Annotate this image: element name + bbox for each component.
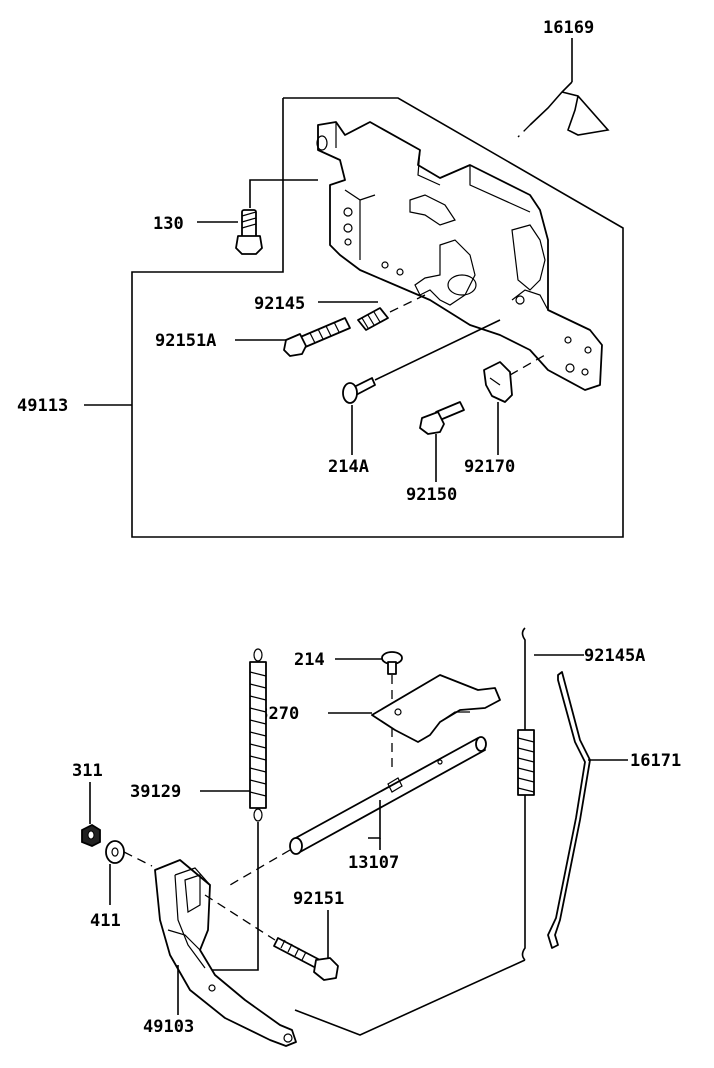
label-311: 311	[72, 761, 103, 781]
label-92151: 92151	[293, 889, 344, 909]
label-92150: 92150	[406, 485, 457, 505]
label-214: 214	[294, 650, 325, 670]
label-16169: 16169	[543, 18, 594, 38]
label-49103: 49103	[143, 1017, 194, 1037]
label-49113: 49113	[17, 396, 68, 416]
label-13107: 13107	[348, 853, 399, 873]
control-bracket	[316, 121, 603, 391]
rod-16171: 16171	[547, 671, 681, 949]
screw-214: 214	[294, 650, 403, 700]
spring-92145A: 92145A	[294, 627, 645, 1036]
bolt-92151: 92151	[273, 889, 344, 981]
nut-311: 311	[72, 761, 103, 847]
clamp-92170: 92170	[464, 354, 546, 477]
washer-411: 411	[90, 840, 153, 931]
label-92151A: 92151A	[155, 331, 216, 351]
bolt-130: 130	[153, 179, 318, 255]
clip-16169: 16169	[517, 18, 610, 138]
label-411: 411	[90, 911, 121, 931]
spring-92145: 92145	[254, 294, 426, 331]
assembly-lower: 214 13270 13107	[72, 627, 681, 1047]
label-92145: 92145	[254, 294, 305, 314]
label-92145A: 92145A	[584, 646, 645, 666]
assembly-49113: 16169 130 92145 92151A	[17, 18, 624, 538]
shaft-13107: 13107	[229, 736, 487, 886]
spring-39129: 39129	[130, 648, 267, 971]
bolt-92151A: 92151A	[155, 317, 351, 357]
label-16171: 16171	[630, 751, 681, 771]
lever-49103: 49103	[143, 859, 297, 1047]
label-92170: 92170	[464, 457, 515, 477]
label-39129: 39129	[130, 782, 181, 802]
bolt-92150: 92150	[406, 401, 465, 505]
label-130: 130	[153, 214, 184, 234]
group-outline-49113	[131, 97, 624, 538]
screw-214A: 214A	[328, 319, 501, 477]
label-214A: 214A	[328, 457, 369, 477]
